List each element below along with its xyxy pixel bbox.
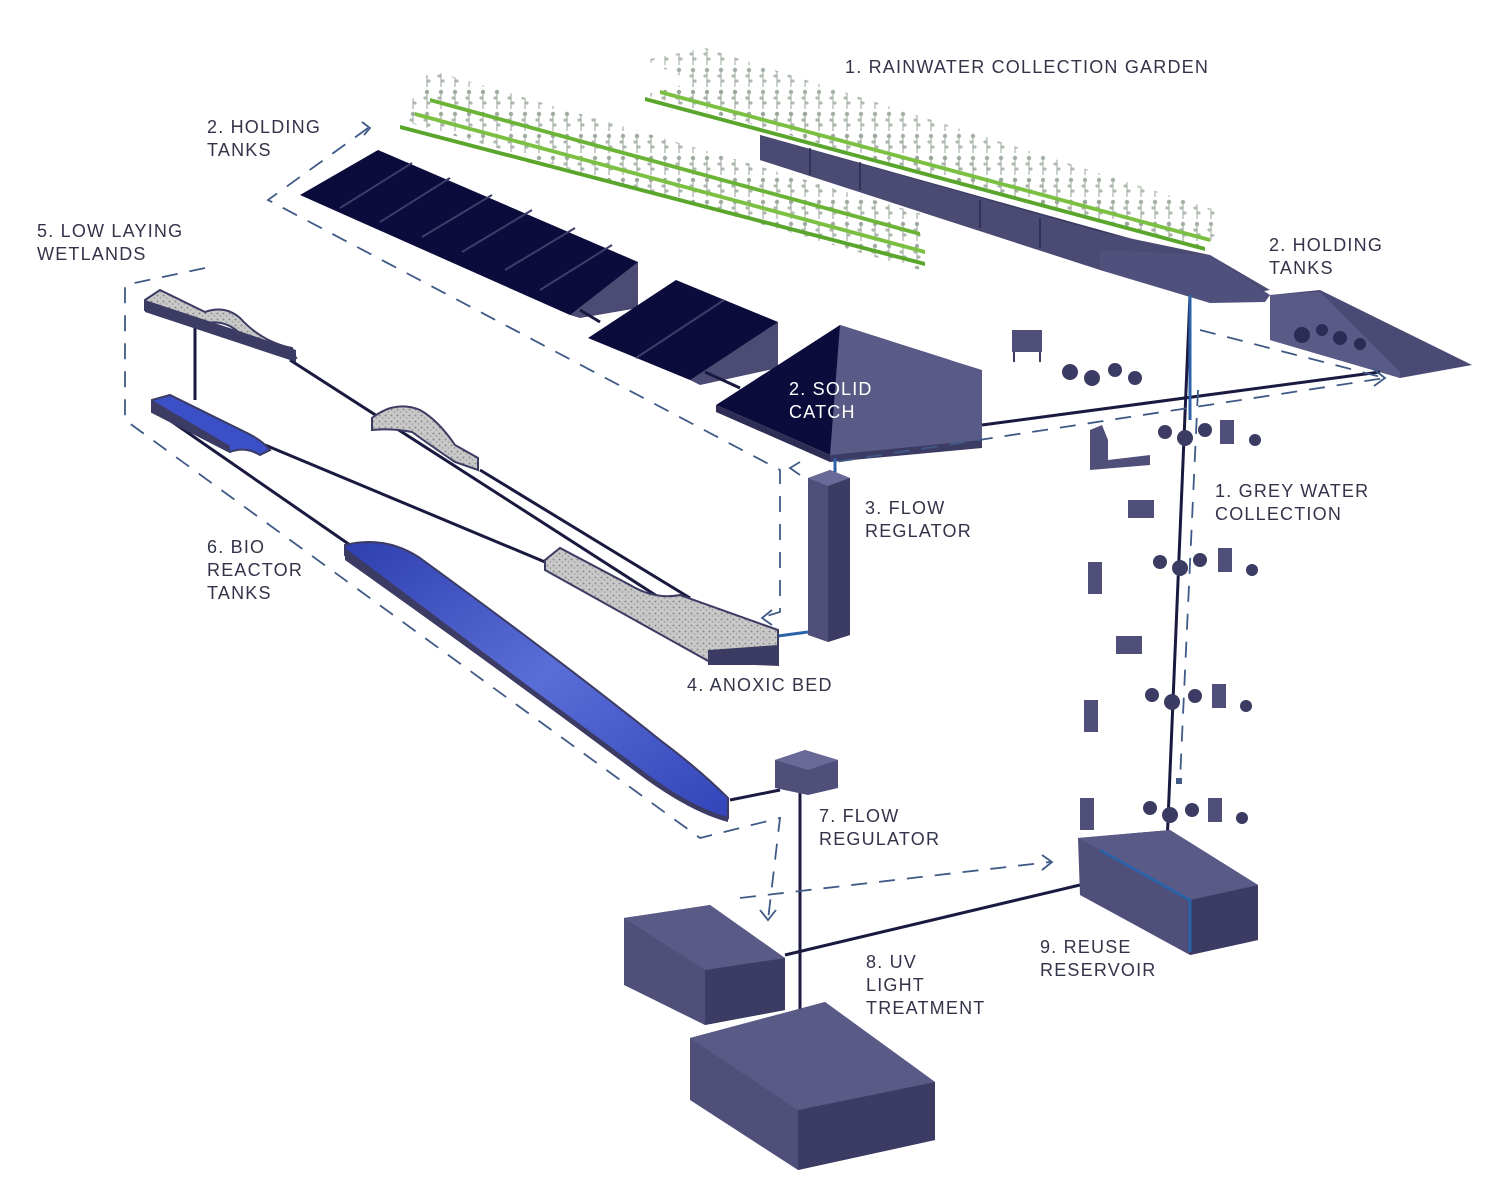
flow-arrow-grey-water [1179,389,1199,781]
flow-arrowheads [361,121,1387,922]
holding-tank-panels [300,150,778,390]
label-flow-regulator-3: 3. FLOW REGLATOR [865,498,972,541]
bio-reactor-tanks [151,393,729,822]
grey-water-fixtures [1012,330,1261,830]
flow-arrow-to-reservoir [739,861,1051,899]
flow-arrow-garden-to-tanks [266,127,781,619]
label-flow-regulator-7: 7. FLOW REGULATOR [819,806,941,849]
label-reuse-reservoir: 9. REUSE RESERVOIR [1040,937,1157,980]
pipes [154,294,1381,1100]
label-uv-light-treatment: 8. UV LIGHT TREATMENT [866,952,986,1018]
label-anoxic-bed: 4. ANOXIC BED [687,675,833,695]
flow-arrow-wetlands-loop [124,267,782,921]
label-bio-reactor-tanks: 6. BIO REACTOR TANKS [207,537,304,603]
label-rainwater-collection-garden: 1. RAINWATER COLLECTION GARDEN [845,57,1210,77]
uv-light-treatment [624,905,935,1170]
label-low-laying-wetlands: 5. LOW LAYING WETLANDS [37,221,184,264]
label-holding-tanks-right: 2. HOLDING TANKS [1269,235,1384,278]
solid-catch-tank [716,325,982,462]
reuse-reservoir [1078,830,1258,955]
flow-regulator-3 [808,470,850,642]
label-grey-water-collection: 1. GREY WATER COLLECTION [1215,481,1370,524]
holding-tank-right [1270,290,1472,378]
garden-planter-left [400,70,925,270]
low-laying-wetlands [144,288,779,667]
rainwater-collection-garden [400,48,1270,303]
flow-arrows [124,127,1386,921]
label-solid-catch: 2. SOLID CATCH [789,379,873,422]
flow-regulator-7 [775,750,838,795]
label-holding-tanks-left: 2. HOLDING TANKS [207,117,322,160]
flow-arrow-right-loop [834,329,1386,463]
